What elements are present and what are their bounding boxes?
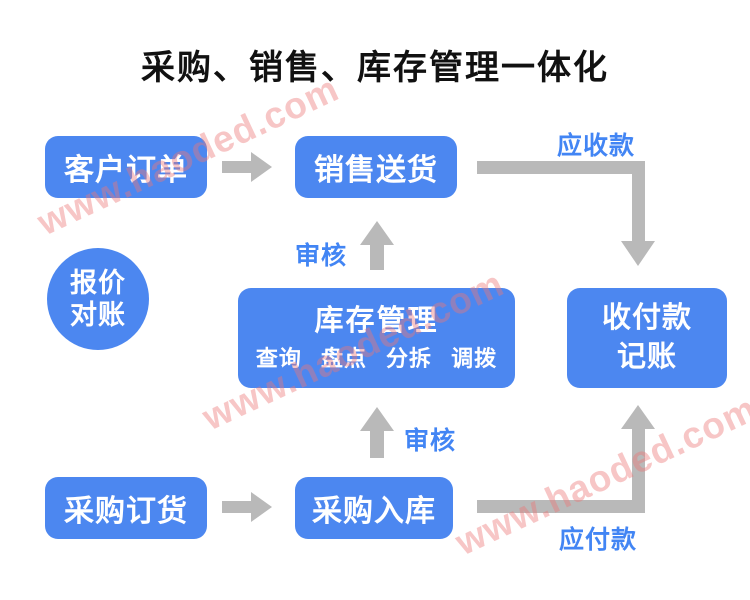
reconcile-line: 对账: [70, 300, 126, 330]
arrow-right-icon: [251, 152, 272, 182]
node-purchase-order: 采购订货: [45, 477, 207, 539]
inventory-title: 库存管理: [314, 304, 439, 337]
arrow-shaft: [222, 161, 253, 173]
diagram-title: 采购、销售、库存管理一体化: [141, 49, 609, 87]
arrow-shaft: [477, 500, 645, 513]
arrow-up-icon: [621, 405, 655, 429]
label-audit-top: 审核: [295, 242, 348, 270]
node-quote-reconcile: 报价 对账: [47, 248, 149, 350]
arrow-right-icon: [251, 492, 272, 522]
quote-line: 报价: [70, 267, 126, 298]
arrow-shaft: [632, 161, 645, 242]
arrow-down-icon: [621, 241, 655, 266]
node-sales-delivery: 销售送货: [295, 136, 457, 198]
arrow-shaft: [370, 242, 384, 270]
label-payable: 应付款: [559, 526, 638, 554]
node-inventory: 库存管理 查询 盘点 分拆 调拨: [238, 288, 515, 388]
payments-line1: 收付款: [601, 301, 692, 334]
node-customer-order: 客户订单: [45, 136, 207, 198]
label-audit-bottom: 审核: [404, 427, 457, 455]
arrow-shaft: [632, 429, 645, 513]
arrow-shaft: [222, 501, 253, 513]
payments-line2: 记账: [616, 341, 677, 373]
arrow-up-icon: [360, 407, 394, 431]
node-payments: 收付款 记账: [567, 288, 727, 388]
arrow-up-icon: [360, 221, 394, 245]
label-receivable: 应收款: [557, 132, 636, 160]
node-purchase-inbound: 采购入库: [295, 477, 453, 539]
arrow-shaft: [370, 428, 384, 458]
inventory-functions: 查询 盘点 分拆 调拨: [255, 345, 498, 371]
arrow-shaft: [477, 161, 645, 174]
